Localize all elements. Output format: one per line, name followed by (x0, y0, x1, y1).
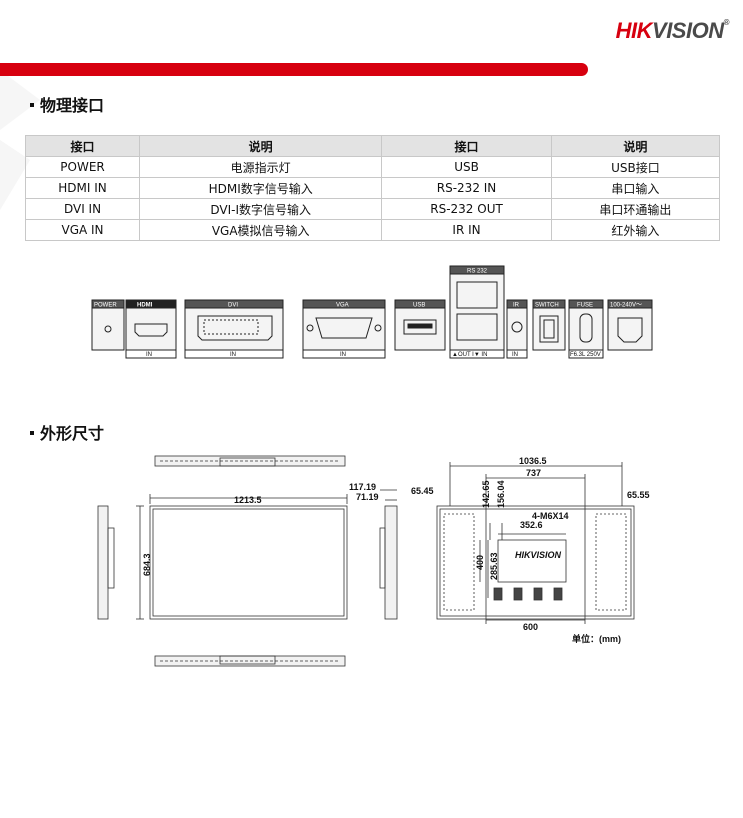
vga-port (302, 299, 386, 359)
table-cell: 电源指示灯 (139, 156, 383, 178)
voltage-label: 100-240V～ (610, 303, 642, 309)
dim-box-height: 285.63 (489, 552, 499, 580)
dvi-port (184, 299, 284, 359)
table-cell: 红外输入 (550, 219, 721, 241)
dim-side-depth-total: 117.19 (349, 482, 376, 492)
dim-back-left-margin: 65.45 (411, 486, 434, 496)
hikvision-logo: HIKVISION® (615, 18, 730, 43)
power-label: POWER (94, 303, 117, 309)
table-row: DVI IN DVI-I数字信号输入 RS-232 OUT 串口环通输出 (24, 198, 721, 220)
dim-back-right-margin: 65.55 (627, 490, 650, 500)
vga-label: VGA (336, 303, 349, 309)
usb-port (394, 299, 446, 351)
table-header-row: 接口 说明 接口 说明 (24, 135, 721, 157)
watermark-logo (0, 70, 40, 210)
dim-box-width: 352.6 (520, 520, 543, 530)
table-row: HDMI IN HDMI数字信号输入 RS-232 IN 串口输入 (24, 177, 721, 199)
table-cell: 串口输入 (550, 177, 721, 199)
dim-vesa-width: 600 (523, 622, 538, 632)
section-title-physical: 物理接口 (30, 92, 104, 116)
table-cell: DVI-I数字信号输入 (139, 198, 383, 220)
table-header: 说明 (550, 135, 721, 157)
rs232-port (449, 265, 505, 359)
right-side-view (379, 489, 398, 620)
table-header: 说明 (139, 135, 383, 157)
dvi-in-label: IN (230, 352, 236, 358)
table-cell: VGA IN (24, 219, 141, 241)
table-cell: RS-232 IN (381, 177, 552, 199)
table-cell: POWER (24, 156, 141, 178)
table-cell: IR IN (381, 219, 552, 241)
dim-front-width: 1213.5 (234, 495, 262, 505)
table-row: POWER 电源指示灯 USB USB接口 (24, 156, 721, 178)
ir-in-label: IN (512, 352, 518, 358)
table-cell: USB接口 (550, 156, 721, 178)
table-cell: RS-232 OUT (381, 198, 552, 220)
header-red-bar (0, 63, 588, 76)
ir-label: IR (513, 303, 520, 309)
dim-back-width: 1036.5 (519, 456, 547, 466)
vga-in-label: IN (340, 352, 346, 358)
dim-vesa-height: 400 (475, 555, 485, 570)
dim-back-top-a: 142.65 (481, 480, 491, 508)
left-side-view (97, 505, 115, 620)
section-title-dimensions: 外形尺寸 (30, 420, 104, 444)
unit-label: 单位：(mm) (572, 633, 621, 644)
table-cell: USB (381, 156, 552, 178)
table-cell: DVI IN (24, 198, 141, 220)
power-port (91, 299, 125, 351)
table-header: 接口 (24, 135, 141, 157)
power-switch (532, 299, 566, 351)
rs232-io-label: ▲OUT I▼ IN (452, 352, 487, 358)
interface-table: 接口 说明 接口 说明 POWER 电源指示灯 USB USB接口 HDMI I… (24, 135, 721, 241)
table-cell: VGA模拟信号输入 (139, 219, 383, 241)
table-cell: HDMI IN (24, 177, 141, 199)
hdmi-port (125, 299, 177, 359)
table-header: 接口 (381, 135, 552, 157)
front-view (136, 494, 348, 620)
table-row: VGA IN VGA模拟信号输入 IR IN 红外输入 (24, 219, 721, 241)
ac-inlet (607, 299, 653, 351)
dimension-drawing: 1213.5 684.3 117.19 71.19 1036.5 737 65.… (97, 455, 650, 667)
bullet-icon (30, 102, 34, 107)
dvi-label: DVI (228, 303, 238, 309)
dim-side-depth-body: 71.19 (356, 492, 379, 502)
switch-label: SWITCH (535, 303, 559, 309)
hdmi-in-label: IN (146, 352, 152, 358)
fuse-rating-label: F6.3L 250V (570, 352, 601, 358)
rs232-label: RS 232 (467, 269, 488, 275)
table-cell: HDMI数字信号输入 (139, 177, 383, 199)
bottom-view (154, 655, 346, 667)
dim-back-inner: 737 (526, 468, 541, 478)
table-cell: 串口环通输出 (550, 198, 721, 220)
back-view (436, 462, 635, 624)
fuse-label: FUSE (577, 303, 593, 309)
bullet-icon (30, 430, 34, 435)
dim-front-height: 684.3 (142, 553, 152, 576)
dim-screws: 4-M6X14 (532, 511, 569, 521)
hdmi-label: HDMI (137, 303, 153, 309)
fuse-holder (568, 299, 604, 359)
dim-back-top-b: 156.04 (496, 480, 506, 508)
ir-port (506, 299, 528, 359)
rear-panel-diagram: POWER HDMI DVI VGA USB RS 232 IR SWITCH … (91, 265, 653, 359)
top-view (154, 455, 346, 467)
box-logo: HIKVISION (515, 550, 562, 560)
usb-label: USB (413, 303, 425, 309)
